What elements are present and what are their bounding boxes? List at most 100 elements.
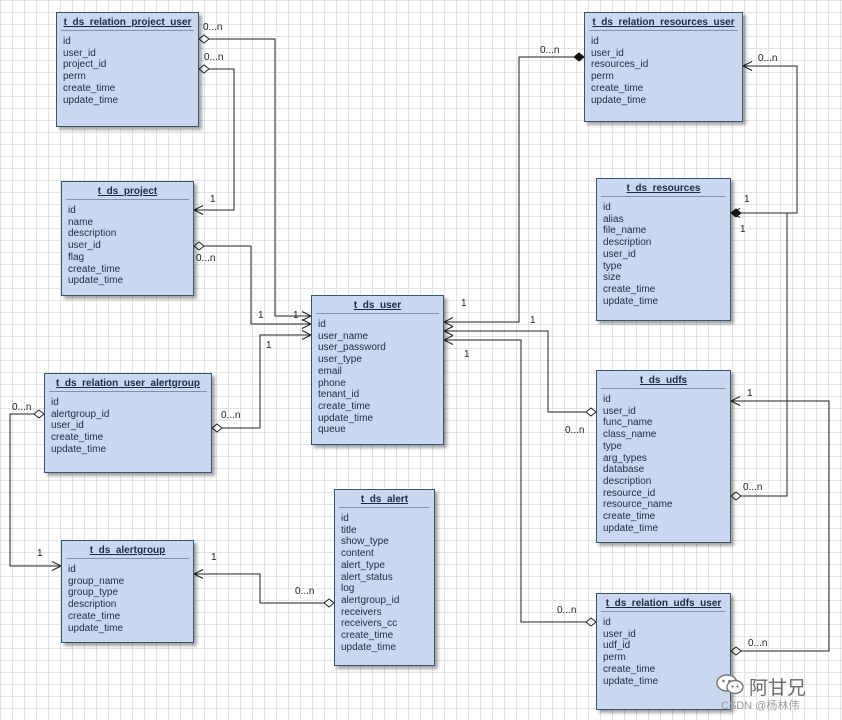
field: create_time [603,511,656,523]
aggregation-diamond [198,34,210,44]
multiplicity-label: 1 [461,298,467,309]
multiplicity-label: 0...n [758,53,777,64]
field: log [341,583,355,595]
field: create_time [68,610,121,622]
field: id [68,205,76,216]
multiplicity-label: 1 [258,310,264,321]
relation-rua-alertgroup: 0...n 1 [9,402,63,571]
aggregation-diamond [33,409,45,419]
field: create_time [318,400,371,412]
field: resource_id [603,487,656,499]
entity-title: t_ds_relation_project_user [61,13,194,31]
entity-title: t_ds_relation_user_alertgroup [49,374,207,392]
entity-t_ds_user[interactable]: t_ds_user id user_name user_password use… [311,295,444,445]
multiplicity-label: 0...n [12,402,31,413]
relation-line [194,245,311,325]
multiplicity-label: 1 [37,548,43,559]
field: create_time [603,663,656,675]
field: user_id [603,405,636,417]
entity-t_ds_alertgroup[interactable]: t_ds_alertgroup id group_name group_type… [61,540,194,643]
field: tenant_id [318,389,360,401]
field: create_time [68,263,121,275]
field: alert_status [341,571,393,583]
field: update_time [603,295,659,307]
field: class_name [603,429,657,441]
multiplicity-label: 1 [266,340,272,351]
entity-t_ds_relation_user_alertgroup[interactable]: t_ds_relation_user_alertgroup id alertgr… [44,373,212,473]
arrow-head [729,208,741,218]
field: arg_types [603,452,647,464]
relation-rpu-user: 0...n 1 [198,22,313,321]
entity-t_ds_relation_resources_user[interactable]: t_ds_relation_resources_user id user_id … [584,12,743,122]
multiplicity-label: 0...n [196,253,215,264]
field: user_name [318,330,369,342]
field: resources_id [591,59,649,71]
multiplicity-label: 0...n [204,52,223,63]
entity-title: t_ds_alert [339,490,430,508]
field: group_name [68,575,125,587]
arrow-head [729,396,741,406]
field: user_id [591,47,624,59]
relation-rua-user: 0...n1 [211,330,313,433]
relation-user-rru: 10...n [442,45,585,327]
entity-t_ds_relation_udfs_user[interactable]: t_ds_relation_udfs_user id user_id udf_i… [596,593,731,710]
field: queue [318,424,346,436]
field: type [603,260,622,272]
field: user_id [51,420,84,432]
aggregation-diamond [730,646,742,656]
field-list: id title show_type content alert_type al… [335,508,434,653]
field: content [341,548,374,560]
field: title [341,524,357,536]
entity-title: t_ds_udfs [601,371,726,389]
field: id [603,202,611,213]
field: description [603,237,652,249]
relation-line [212,334,311,429]
field-list: id user_name user_password user_type ema… [312,314,443,436]
entity-t_ds_alert[interactable]: t_ds_alert id title show_type content al… [334,489,435,666]
field: user_password [318,342,386,354]
field: id [68,564,76,575]
entity-title: t_ds_relation_udfs_user [601,594,726,612]
field-list: id name description user_id flag create_… [62,200,193,287]
field: receivers_cc [341,618,398,630]
entity-t_ds_resources[interactable]: t_ds_resources id alias file_name descri… [596,178,731,321]
multiplicity-label: 1 [740,224,746,235]
arrow-head [192,205,204,215]
watermark-brand: 阿甘兄 [749,678,807,699]
aggregation-diamond [211,423,223,433]
arrow-head [442,326,454,336]
relation-ruu-user: 0...n1 [442,335,597,627]
entity-title: t_ds_relation_resources_user [589,13,738,31]
multiplicity-label: 1 [530,315,536,326]
multiplicity-label: 1 [464,349,470,360]
field: func_name [603,417,653,429]
field: update_time [603,675,659,687]
field: user_id [68,240,101,252]
field-list: id user_id project_id perm create_time u… [57,31,198,106]
relation-udfs-resources: 0...n 1 [729,208,788,501]
field: user_id [603,248,636,260]
entity-title: t_ds_resources [601,179,726,197]
multiplicity-label: 1 [744,194,750,205]
field: create_time [603,283,656,295]
multiplicity-label: 1 [211,552,217,563]
entity-t_ds_project[interactable]: t_ds_project id name description user_id… [61,181,194,296]
aggregation-diamond [585,407,597,417]
field: flag [68,251,85,263]
entity-title: t_ds_alertgroup [66,541,189,559]
field: perm [63,71,86,83]
field: alias [603,213,624,225]
relation-line [731,400,830,652]
relation-line [9,413,61,567]
multiplicity-label: 1 [210,194,216,205]
aggregation-diamond [585,617,597,627]
multiplicity-label: 0...n [743,482,762,493]
multiplicity-label: 1 [293,310,299,321]
relation-line [444,56,584,323]
multiplicity-label: 0...n [295,586,314,597]
entity-t_ds_relation_project_user[interactable]: t_ds_relation_project_user id user_id pr… [56,12,199,127]
field: create_time [63,82,116,94]
entity-t_ds_udfs[interactable]: t_ds_udfs id user_id func_name class_nam… [596,370,731,543]
relation-rpu-project: 0...n 1 [192,52,235,215]
